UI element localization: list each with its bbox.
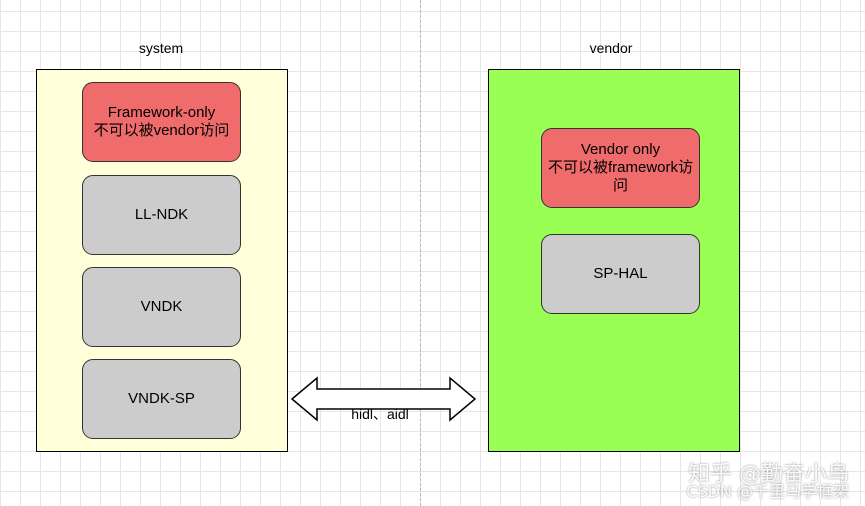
hidl-aidl-label: hidl、aidl: [351, 406, 409, 422]
vendor-label: vendor: [589, 40, 633, 56]
zhihu-watermark: 知乎 @勤奋小鸟: [688, 462, 849, 487]
vendor-only-box: Vendor only 不可以被framework访问: [541, 128, 700, 208]
framework-only-box: Framework-only 不可以被vendor访问: [82, 82, 241, 162]
double-arrow-icon: [290, 376, 477, 422]
sp-hal-box: SP-HAL: [541, 234, 700, 314]
vndk-box: VNDK: [82, 267, 241, 347]
hidl-aidl-arrow: [290, 376, 480, 422]
csdn-watermark: CSDN @千里马学框架: [686, 482, 849, 501]
vndk-sp-box: VNDK-SP: [82, 359, 241, 439]
system-label: system: [138, 40, 184, 56]
ll-ndk-box: LL-NDK: [82, 175, 241, 255]
center-divider: [420, 0, 421, 506]
